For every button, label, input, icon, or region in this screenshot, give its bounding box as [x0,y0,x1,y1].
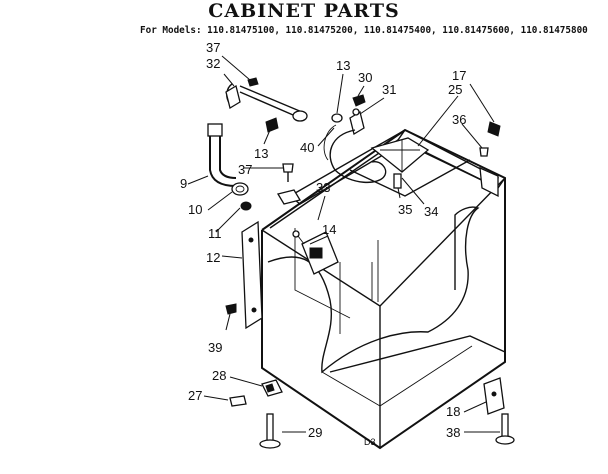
callout-9: 9 [180,176,187,191]
drain-hose-9 [207,123,237,187]
callout-17: 17 [452,68,466,83]
callout-37-mid: 37 [238,162,252,177]
bolt-35 [393,173,402,189]
callout-32: 32 [206,56,220,71]
callout-28: 28 [212,368,226,383]
suspension-bracket-34 [370,137,430,173]
corner-brace-25 [479,166,499,198]
hose-bracket-32 [225,77,308,122]
diagram-code: D3 [364,437,376,447]
wire-harness-40 [323,124,387,183]
clip-30 [352,94,366,107]
callout-30: 30 [358,70,372,85]
model-list: For Models: 110.81475100, 110.81475200, … [140,25,588,36]
screw-13-lower [265,117,279,133]
callout-13-top: 13 [336,58,350,73]
bracket-18 [483,377,505,415]
clip-27 [229,395,247,407]
callout-37-top: 37 [206,40,220,55]
callout-12: 12 [206,250,220,265]
grommet-13-upper [331,113,343,123]
side-panel-12 [241,220,263,330]
leveling-leg-29 [259,413,281,449]
callout-13-mid: 13 [254,146,268,161]
leveling-leg-38 [495,413,515,445]
callout-34: 34 [424,204,438,219]
callout-14: 14 [322,222,336,237]
callout-31: 31 [382,82,396,97]
callout-39: 39 [208,340,222,355]
screw-39 [225,303,237,315]
foot-pad-28 [261,379,283,397]
bracket-33 [276,189,302,205]
screw-36 [479,147,489,157]
callout-11: 11 [208,226,222,241]
callout-18: 18 [446,404,460,419]
switch-31 [349,108,365,136]
callout-40: 40 [300,140,314,155]
leader-lines [187,55,500,433]
page-title: CABINET PARTS [208,0,400,22]
clamp-10 [231,182,249,196]
switch-14 [292,230,339,275]
clip-17 [487,121,501,137]
callout-10: 10 [188,202,202,217]
grommet-11 [240,201,252,211]
callout-38: 38 [446,425,460,440]
screw-37-lower [282,163,294,182]
callout-33: 33 [316,180,330,195]
callout-labels: 37 32 13 30 31 17 25 36 40 13 37 9 33 14… [180,40,466,447]
callout-25: 25 [448,82,462,97]
callout-29: 29 [308,425,322,440]
callout-27: 27 [188,388,202,403]
callout-36: 36 [452,112,466,127]
callout-35: 35 [398,202,412,217]
